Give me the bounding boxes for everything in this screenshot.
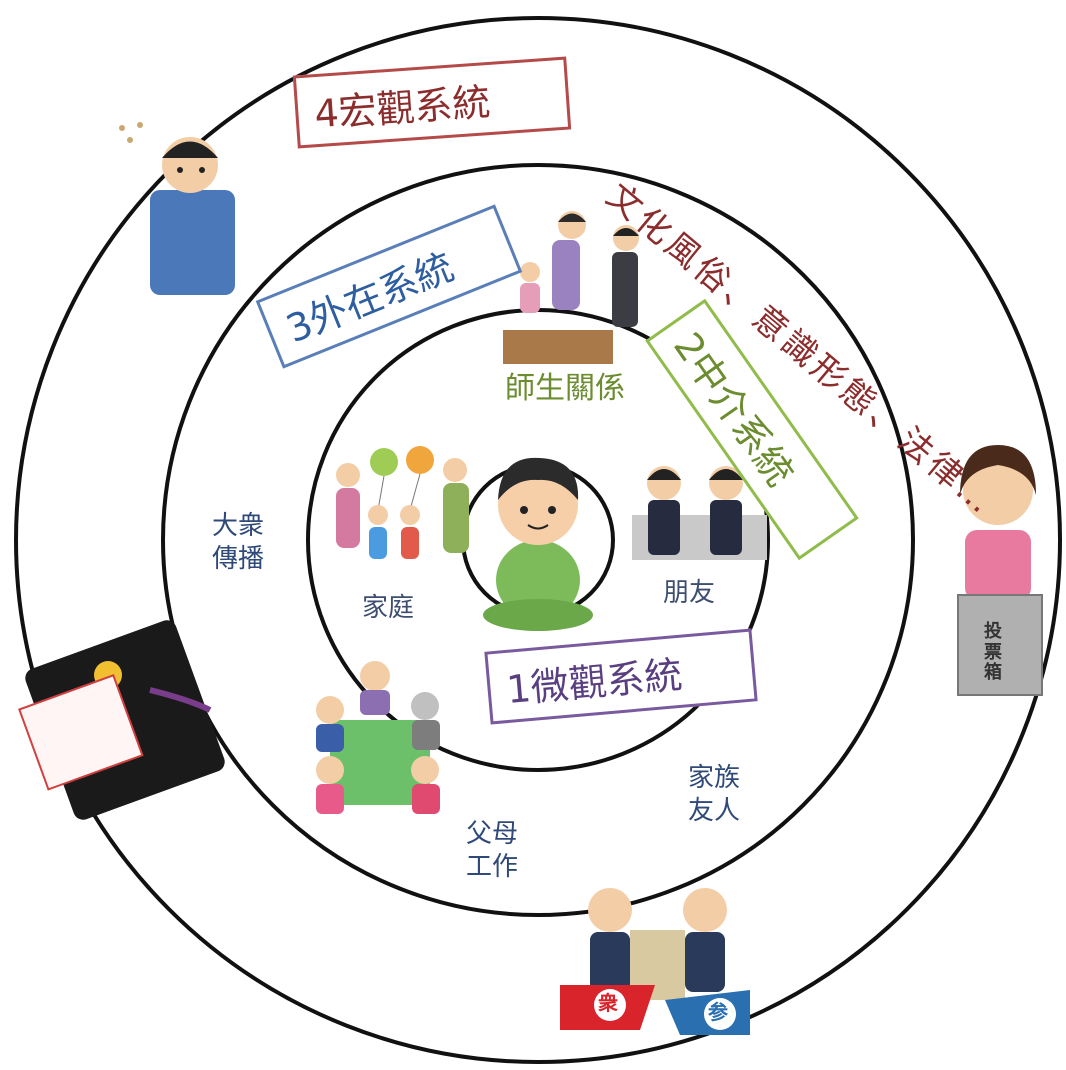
family-label: 家庭 (362, 593, 415, 623)
politicians-illustration (560, 888, 750, 1035)
macro-ring (14, 16, 1062, 1064)
lower-house-badge: 衆 (598, 991, 618, 1015)
teacher-student-illustration (503, 211, 639, 364)
workplace-meeting-illustration (316, 661, 440, 814)
friends-label: 朋友 (663, 578, 716, 608)
child-illustration (483, 457, 593, 631)
sumo-wrestler-illustration (119, 122, 235, 295)
ballot-box-label: 投 票 箱 (984, 621, 1002, 684)
voting-woman-illustration (957, 445, 1043, 696)
family-illustration (336, 446, 469, 559)
friends-illustration (632, 466, 767, 560)
family-friends-label: 家族 友人 (688, 763, 741, 826)
exo-ring (161, 163, 915, 917)
upper-house-badge: 参 (708, 1000, 728, 1024)
parents-work-label: 父母 工作 (466, 819, 519, 882)
constitution-book-illustration (18, 620, 225, 820)
mass-media-label: 大衆 傳播 (212, 511, 265, 574)
teacher-student-label: 師生關係 (505, 371, 625, 406)
